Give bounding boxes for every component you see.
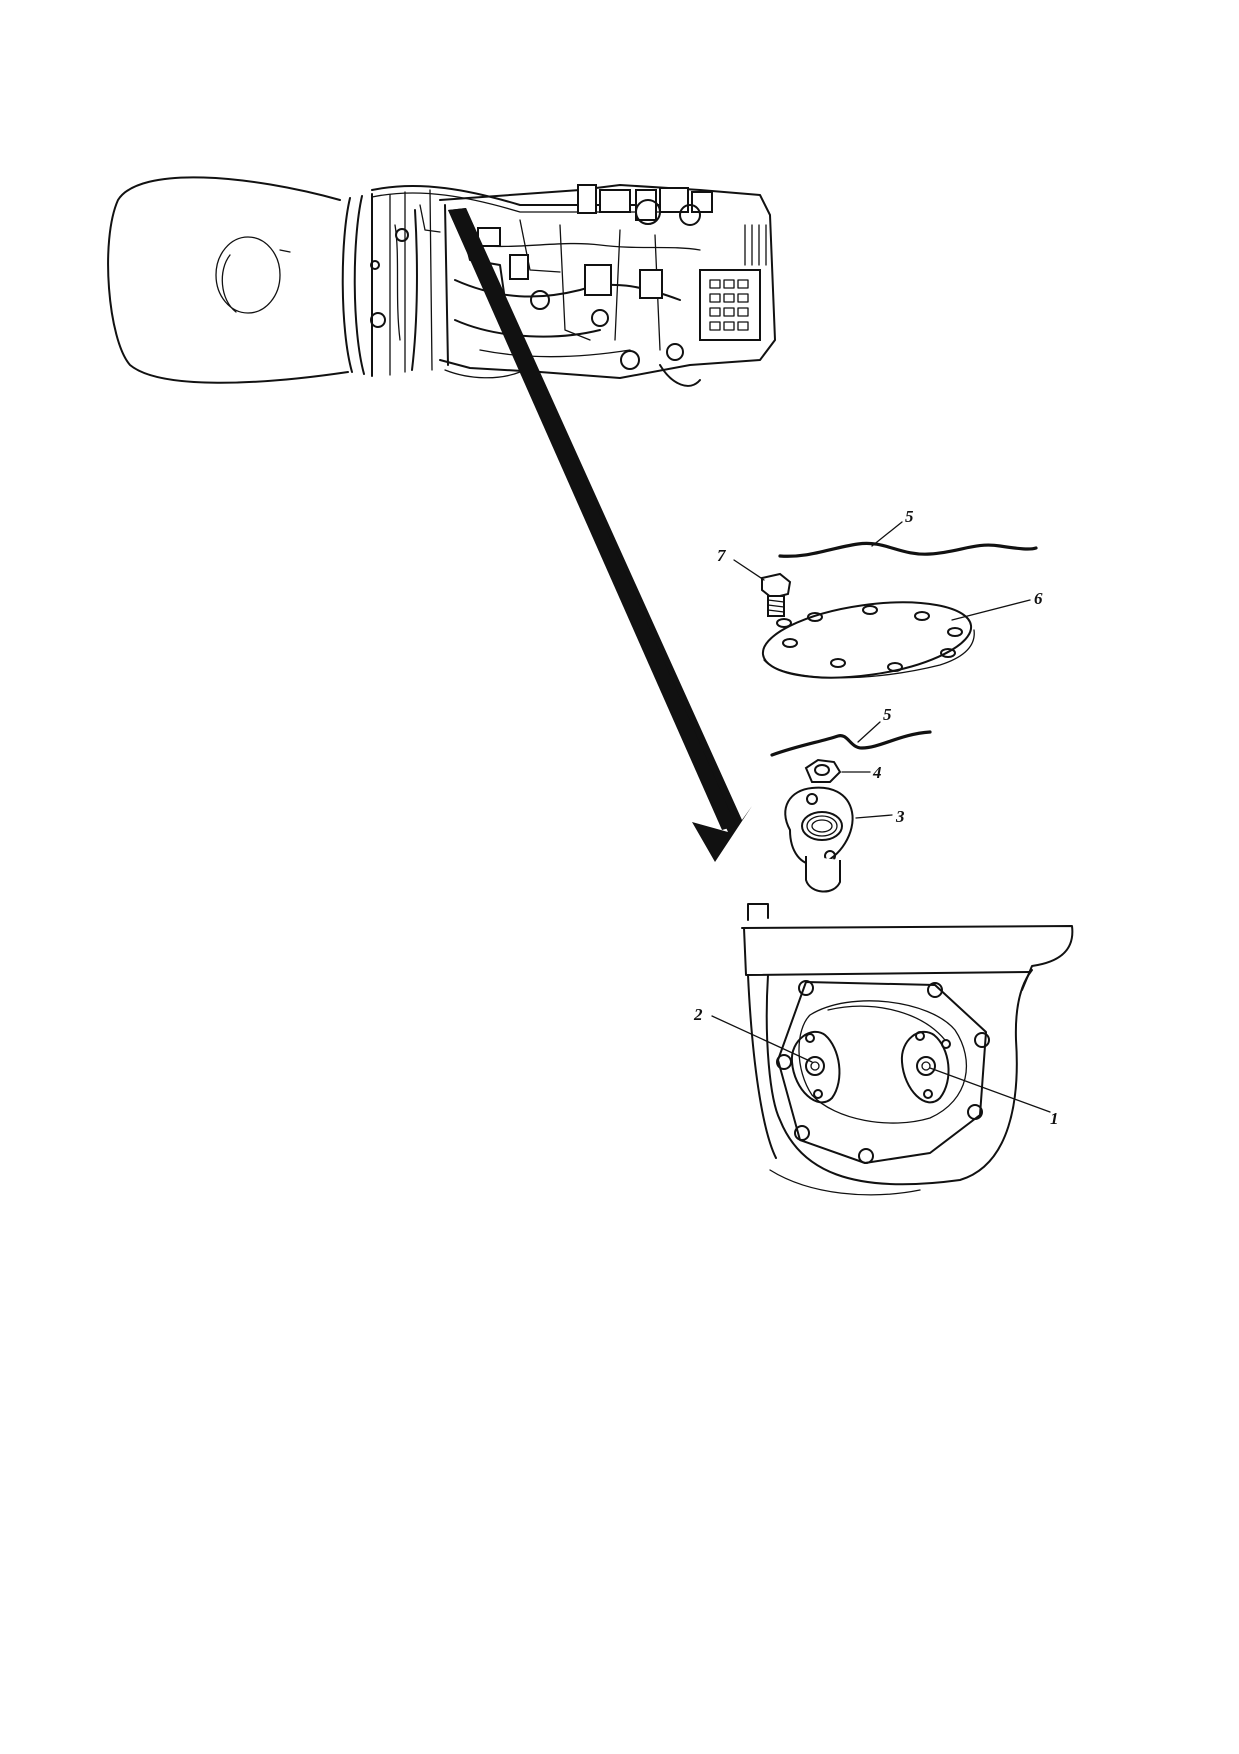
callout-label-2: 2 bbox=[693, 1005, 703, 1024]
callout-label-4: 4 bbox=[872, 763, 882, 782]
callout-label-7: 7 bbox=[717, 546, 727, 565]
callout-label-1: 1 bbox=[1050, 1109, 1059, 1128]
fitting-icon bbox=[784, 786, 893, 893]
callout-label-5-top: 5 bbox=[905, 507, 914, 526]
gasket-line-mid bbox=[770, 721, 932, 757]
engine-icon bbox=[107, 176, 776, 387]
gasket-line-top bbox=[778, 521, 1038, 558]
callout-label-5-mid: 5 bbox=[883, 705, 892, 724]
housing-icon bbox=[711, 903, 1074, 1196]
cover-plate-icon bbox=[761, 599, 1031, 679]
callout-label-3: 3 bbox=[895, 807, 905, 826]
callout-label-6: 6 bbox=[1034, 589, 1043, 608]
nut-icon bbox=[804, 758, 871, 783]
pointer-arrow-icon bbox=[448, 208, 752, 862]
bolt-icon bbox=[733, 559, 792, 617]
